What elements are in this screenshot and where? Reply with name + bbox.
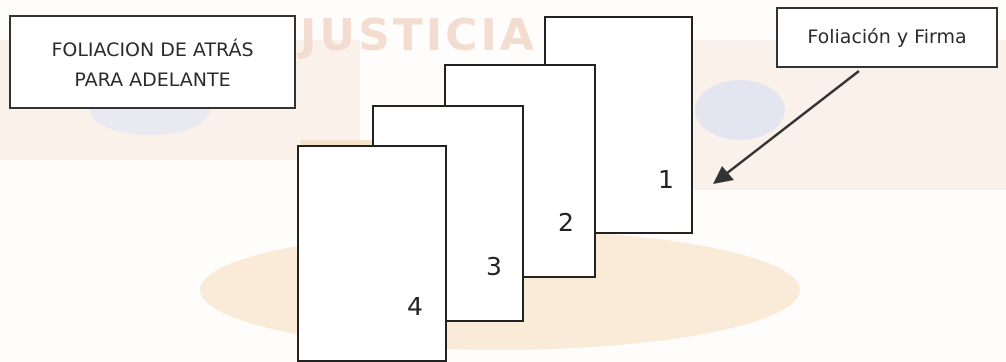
- arrow-line: [722, 71, 859, 177]
